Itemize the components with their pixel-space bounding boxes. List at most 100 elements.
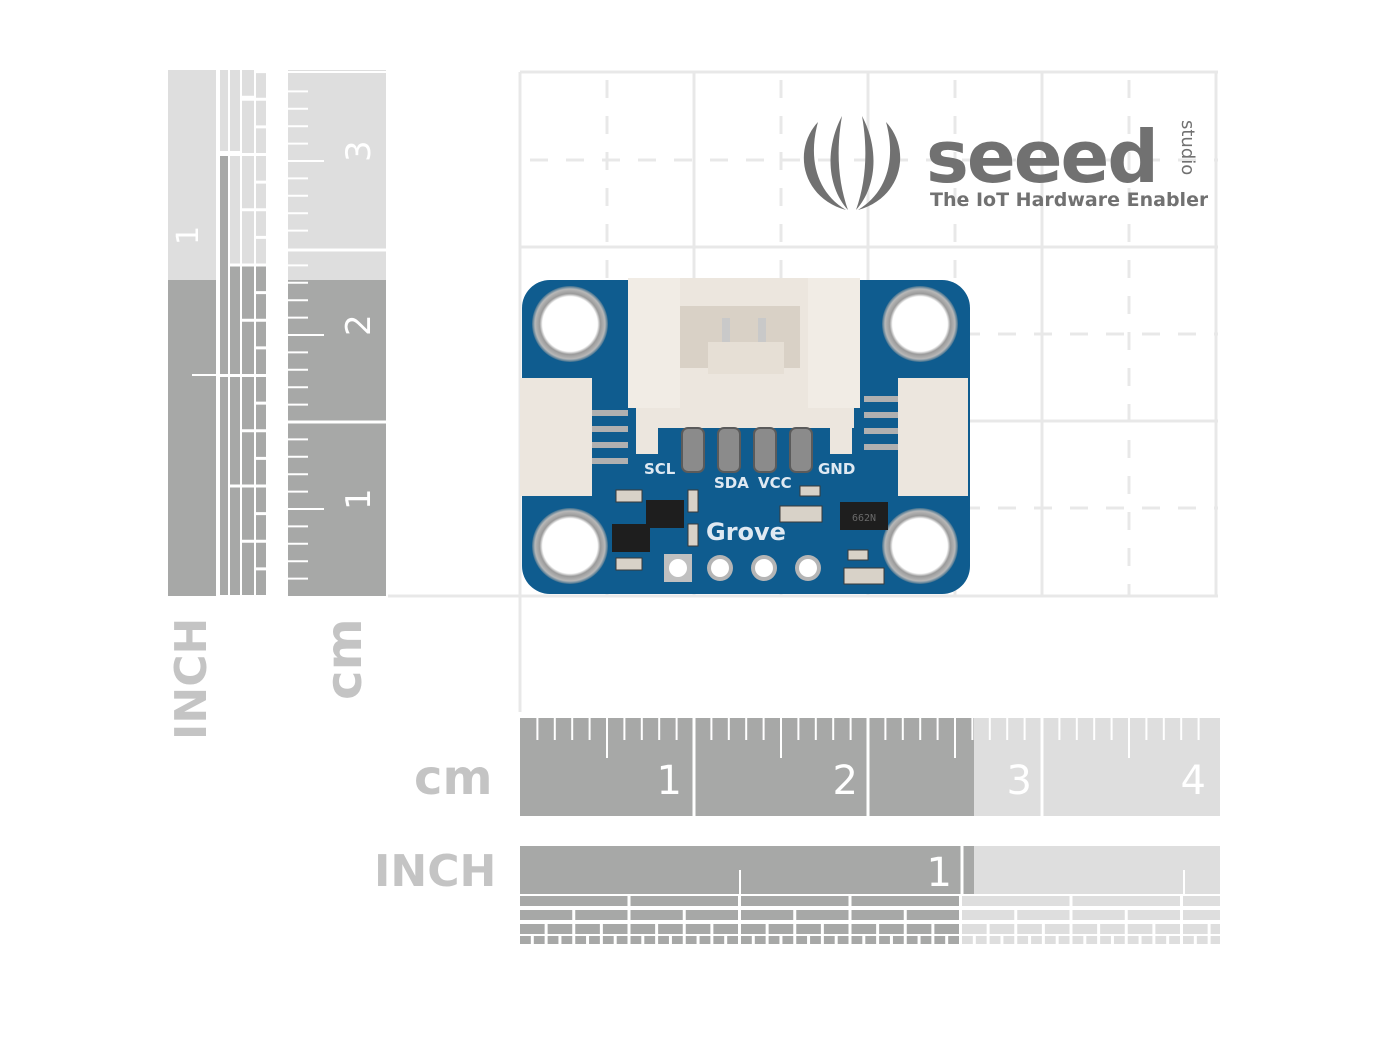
ruler-graduation xyxy=(256,183,266,209)
ruler-graduation xyxy=(1072,910,1125,920)
ruler-graduation xyxy=(256,211,266,236)
mounting-hole xyxy=(532,286,608,362)
mounting-hole xyxy=(882,508,958,584)
ruler-graduation xyxy=(1169,936,1180,944)
ruler-graduation xyxy=(796,936,808,944)
ruler-graduation xyxy=(520,936,531,944)
ruler-graduation xyxy=(561,936,573,944)
vertical-cm-unit-label: cm xyxy=(315,618,373,700)
ruler-graduation xyxy=(1072,936,1084,944)
ruler-graduation xyxy=(242,487,254,540)
ruler-graduation xyxy=(256,432,266,457)
ruler-graduation xyxy=(685,924,711,934)
ruler-graduation xyxy=(256,128,266,153)
ruler-graduation xyxy=(230,487,240,595)
ruler-graduation xyxy=(575,936,587,944)
ruler-graduation xyxy=(242,321,254,374)
vertical-cm-tick-label-2: 2 xyxy=(339,314,379,336)
ruler-graduation xyxy=(1113,936,1125,944)
ruler-graduation xyxy=(242,100,254,153)
ruler-graduation xyxy=(962,910,1015,920)
ruler-graduation xyxy=(256,100,266,126)
ruler-graduation xyxy=(1017,910,1070,920)
ruler-graduation xyxy=(230,377,240,485)
right-grove-connector xyxy=(864,378,968,496)
ruler-graduation xyxy=(851,936,863,944)
ruler-graduation xyxy=(242,377,254,430)
ruler-graduation xyxy=(962,896,1070,906)
grove-logo-text: Grove xyxy=(706,518,786,546)
ruler-graduation xyxy=(810,936,821,944)
ruler-graduation xyxy=(962,936,973,944)
ruler-graduation xyxy=(685,936,697,944)
ruler-graduation xyxy=(671,936,683,944)
ruler-graduation xyxy=(1127,924,1153,934)
ruler-graduation xyxy=(220,156,228,374)
horizontal-cm-tick-label-3: 3 xyxy=(1007,758,1032,804)
seeed-studio-logo: seeed studio The IoT Hardware Enabler xyxy=(803,115,1208,211)
ruler-graduation xyxy=(699,936,711,944)
ruler-graduation xyxy=(658,924,683,934)
ruler-graduation xyxy=(256,459,266,485)
ruler-graduation xyxy=(1127,910,1180,920)
ruler-graduation xyxy=(934,936,946,944)
ruler-graduation xyxy=(1017,924,1042,934)
ruler-graduation xyxy=(741,924,766,934)
ruler-graduation xyxy=(230,70,240,151)
mounting-hole xyxy=(532,508,608,584)
brand-tagline: The IoT Hardware Enabler xyxy=(930,189,1208,211)
silkscreen-scl: SCL xyxy=(644,460,676,478)
ruler-graduation xyxy=(242,266,254,319)
ruler-graduation xyxy=(962,924,987,934)
ruler-graduation xyxy=(242,211,254,264)
ruler-graduation xyxy=(256,377,266,402)
vertical-inch-unit-label: INCH xyxy=(166,617,217,740)
ic-chip-662n xyxy=(840,502,888,530)
ruler-graduation xyxy=(256,294,266,319)
connector-pins xyxy=(681,427,813,473)
ruler-graduation xyxy=(989,924,1015,934)
ruler-graduation xyxy=(741,910,794,920)
ruler-graduation xyxy=(1086,936,1098,944)
ruler-graduation xyxy=(823,924,849,934)
ruler-graduation xyxy=(851,924,877,934)
ruler-graduation xyxy=(658,936,669,944)
ruler-graduation xyxy=(1210,924,1220,934)
ruler-graduation xyxy=(879,924,904,934)
ruler-graduation xyxy=(1100,924,1125,934)
ruler-graduation xyxy=(796,924,821,934)
vertical-inch-ruler: 1 xyxy=(168,70,266,596)
ruler-graduation xyxy=(242,156,254,209)
horizontal-cm-unit-label: cm xyxy=(414,750,493,806)
horizontal-cm-ruler: 1 2 3 4 xyxy=(520,718,1220,816)
ruler-graduation xyxy=(1196,936,1208,944)
ruler-graduation xyxy=(754,936,766,944)
ruler-graduation xyxy=(782,936,794,944)
ruler-graduation xyxy=(1183,896,1220,906)
ruler-graduation xyxy=(741,896,849,906)
ruler-graduation xyxy=(1072,896,1180,906)
ruler-graduation xyxy=(1058,936,1070,944)
brand-name: seeed xyxy=(926,115,1157,199)
ruler-graduation xyxy=(1100,936,1111,944)
ruler-graduation xyxy=(256,349,266,374)
ruler-graduation xyxy=(220,70,228,151)
ruler-graduation xyxy=(520,910,573,920)
horizontal-inch-ruler: 1 xyxy=(520,846,1220,944)
ruler-graduation xyxy=(1072,924,1098,934)
ruler-graduation xyxy=(948,936,959,944)
ruler-graduation xyxy=(630,924,656,934)
brand-suffix: studio xyxy=(1177,120,1198,175)
ruler-graduation xyxy=(220,377,228,595)
vertical-cm-tick-label-1: 1 xyxy=(339,488,379,510)
left-grove-connector xyxy=(520,378,628,496)
ruler-graduation xyxy=(906,924,932,934)
vertical-cm-ruler: 3 2 1 xyxy=(288,70,386,596)
vertical-cm-tick-label-3: 3 xyxy=(339,140,379,162)
horizontal-inch-tick-label-1: 1 xyxy=(927,850,952,896)
ruler-graduation xyxy=(1183,910,1220,920)
ruler-graduation xyxy=(242,432,254,485)
ruler-graduation xyxy=(602,936,614,944)
ruler-graduation xyxy=(589,936,600,944)
ruler-graduation xyxy=(256,156,266,181)
